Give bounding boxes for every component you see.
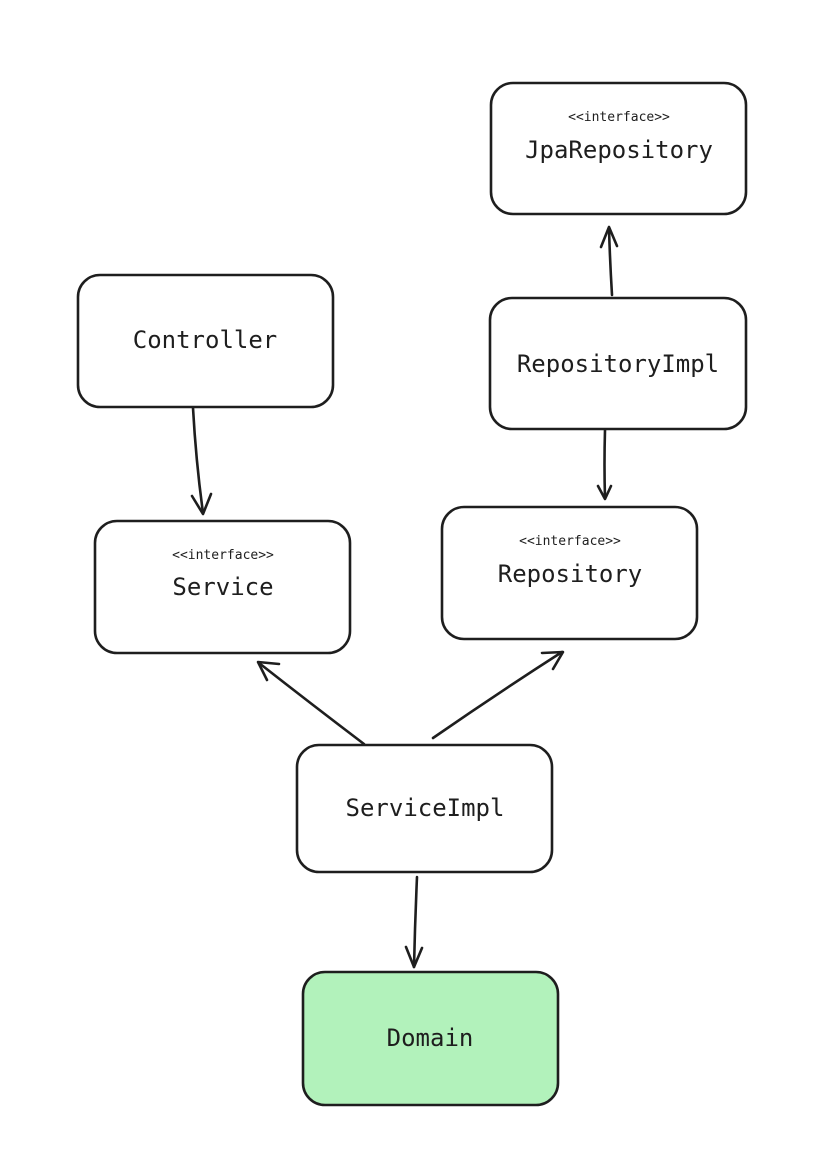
edge-serviceimpl-to-domain: [404, 875, 424, 969]
node-jpa-repository[interactable]: <<interface>> JpaRepository: [489, 81, 748, 216]
edge-controller-to-service: [190, 406, 213, 516]
service-impl-label: ServiceImpl: [346, 794, 505, 822]
edge-repositoryimpl-to-repository: [596, 428, 613, 501]
service-label: Service: [172, 573, 273, 601]
service-stereotype: <<interface>>: [172, 548, 274, 563]
repository-impl-label: RepositoryImpl: [517, 350, 719, 378]
node-repository-impl[interactable]: RepositoryImpl: [488, 296, 748, 431]
node-service-impl[interactable]: ServiceImpl: [295, 743, 554, 874]
node-repository[interactable]: <<interface>> Repository: [440, 505, 699, 641]
node-domain[interactable]: Domain: [301, 970, 560, 1107]
repository-stereotype: <<interface>>: [519, 534, 621, 549]
edges: [190, 225, 619, 969]
jpa-repository-stereotype: <<interface>>: [568, 110, 670, 125]
controller-label: Controller: [133, 326, 278, 354]
edge-serviceimpl-to-repository: [431, 650, 565, 740]
edge-serviceimpl-to-service: [256, 660, 366, 746]
node-controller[interactable]: Controller: [76, 273, 335, 409]
domain-label: Domain: [387, 1024, 474, 1052]
jpa-repository-label: JpaRepository: [525, 136, 713, 164]
repository-label: Repository: [498, 560, 643, 588]
node-service[interactable]: <<interface>> Service: [93, 519, 352, 655]
edge-repositoryimpl-to-jpa-repository: [599, 225, 619, 297]
